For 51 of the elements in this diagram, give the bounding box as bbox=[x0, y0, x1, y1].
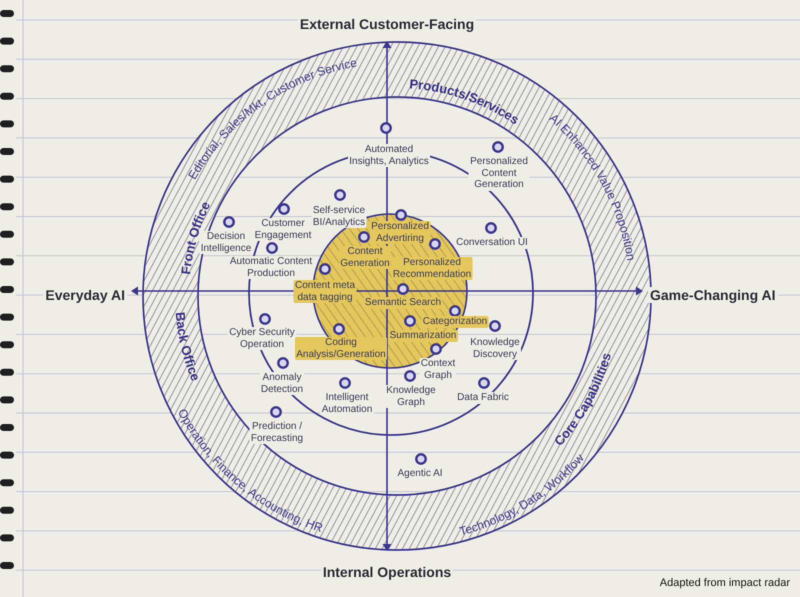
point-marker-icon bbox=[404, 315, 416, 327]
point-label: Knowledge Graph bbox=[385, 385, 437, 408]
point-marker-icon bbox=[489, 320, 501, 332]
point-marker-icon bbox=[334, 189, 346, 201]
axis-label: Internal Operations bbox=[320, 564, 454, 580]
point-marker-icon bbox=[449, 305, 461, 317]
point-label: Conversation UI bbox=[454, 237, 530, 248]
point-marker-icon bbox=[404, 370, 416, 382]
point-label: Summarization bbox=[388, 330, 458, 342]
axis-label: External Customer-Facing bbox=[298, 16, 476, 32]
point-marker-icon bbox=[397, 283, 409, 295]
point-label: Personalized Advertiring bbox=[370, 221, 430, 244]
axis-label: Everyday AI bbox=[43, 287, 127, 303]
point-label: Agentic AI bbox=[396, 468, 444, 480]
point-marker-icon bbox=[339, 377, 351, 389]
point-marker-icon bbox=[277, 357, 289, 369]
point-label: Data Fabric bbox=[456, 392, 510, 404]
point-label: Content Generation bbox=[339, 246, 391, 269]
point-label: Intelligent Automation bbox=[320, 392, 374, 415]
point-marker-icon bbox=[259, 313, 271, 325]
point-label: Content meta data tagging bbox=[294, 280, 356, 303]
point-marker-icon bbox=[429, 238, 441, 250]
source-note: Adapted from impact radar bbox=[660, 577, 790, 590]
point-label: Semantic Search bbox=[364, 297, 442, 308]
point-marker-icon bbox=[358, 231, 370, 243]
point-marker-icon bbox=[266, 242, 278, 254]
point-marker-icon bbox=[430, 343, 442, 355]
point-label: Self-service BI/Analytics bbox=[312, 205, 366, 228]
point-marker-icon bbox=[415, 453, 427, 465]
point-label: Knowledge Discovery bbox=[469, 337, 521, 360]
point-marker-icon bbox=[333, 323, 345, 335]
point-label: Personalized Recommendation bbox=[392, 257, 472, 280]
point-marker-icon bbox=[478, 377, 490, 389]
point-marker-icon bbox=[380, 122, 392, 134]
point-label: Customer Engagement bbox=[253, 218, 313, 241]
point-marker-icon bbox=[278, 203, 290, 215]
point-label: Automatic Content Production bbox=[228, 256, 314, 279]
point-label: Automated Insights, Analytics bbox=[348, 144, 430, 167]
point-marker-icon bbox=[485, 222, 497, 234]
point-marker-icon bbox=[319, 263, 331, 275]
point-marker-icon bbox=[395, 209, 407, 221]
point-label: Cyber Security Operation bbox=[228, 327, 296, 350]
point-label: Context Graph bbox=[420, 358, 456, 381]
point-marker-icon bbox=[223, 216, 235, 228]
point-label: Decision Intelligence bbox=[199, 231, 253, 254]
axis-label: Game-Changing AI bbox=[648, 287, 778, 303]
point-marker-icon bbox=[492, 141, 504, 153]
point-label: Anomaly Detection bbox=[260, 372, 304, 395]
point-label: Categorization bbox=[422, 316, 488, 328]
point-label: Coding Analysis/Generation bbox=[295, 337, 387, 360]
point-label: Personalized Content Generation bbox=[468, 156, 530, 190]
